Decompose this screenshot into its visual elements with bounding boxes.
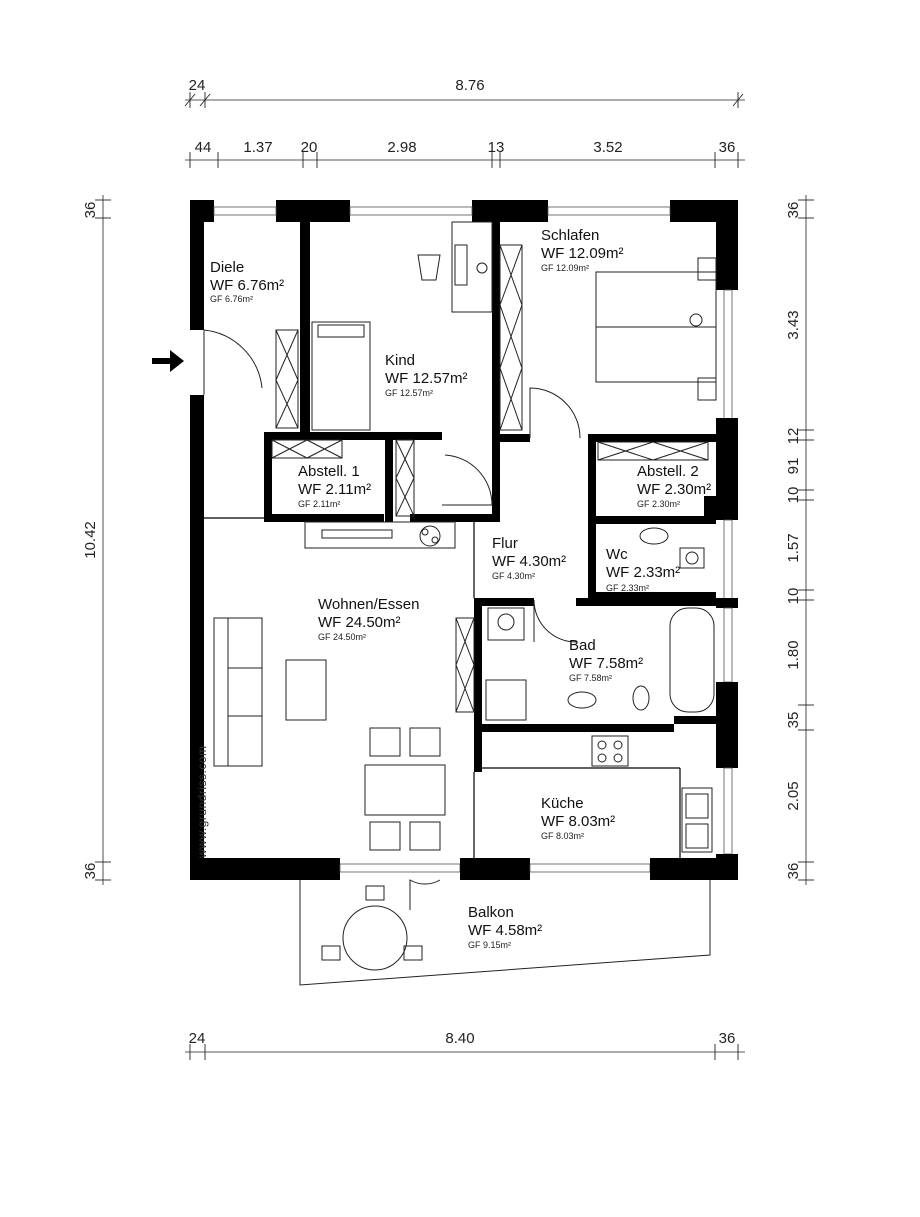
furniture — [213, 221, 717, 986]
room-flur-gf: GF 4.30m² — [492, 571, 535, 581]
dim-bottom-1: 8.40 — [445, 1030, 474, 1047]
room-kueche-name: Küche — [541, 795, 584, 812]
inner-walls — [264, 222, 716, 772]
dim-right-4: 10 — [785, 487, 802, 504]
dim-top-seg-4: 13 — [488, 139, 505, 156]
room-abstell1-gf: GF 2.11m² — [298, 499, 340, 509]
dimension-lines — [95, 92, 814, 1060]
outer-walls — [190, 200, 738, 880]
room-wc-gf: GF 2.33m² — [606, 583, 649, 593]
room-abstell1-wf: WF 2.11m² — [298, 481, 371, 498]
room-schlafen-gf: GF 12.09m² — [541, 263, 589, 273]
room-flur-wf: WF 4.30m² — [492, 553, 566, 570]
room-diele-wf: WF 6.76m² — [210, 277, 284, 294]
room-kueche-wf: WF 8.03m² — [541, 813, 615, 830]
room-bad-wf: WF 7.58m² — [569, 655, 643, 672]
room-wc-name: Wc — [606, 546, 628, 563]
room-bad-name: Bad — [569, 637, 596, 654]
dim-left-0: 36 — [82, 202, 99, 219]
room-abstell2-name: Abstell. 2 — [637, 463, 699, 480]
watermark: www.grundriss.com — [195, 745, 209, 859]
dim-top-seg-3: 2.98 — [387, 139, 416, 156]
dimension-labels: 24 8.76 44 1.37 20 2.98 13 3.52 36 24 8.… — [82, 77, 802, 1047]
dim-right-5: 1.57 — [785, 533, 802, 562]
room-wohnen-wf: WF 24.50m² — [318, 614, 401, 631]
room-kueche-gf: GF 8.03m² — [541, 831, 584, 841]
room-balkon-name: Balkon — [468, 904, 514, 921]
dim-top-seg-0: 44 — [195, 139, 212, 156]
dim-top-total-1: 8.76 — [455, 77, 484, 94]
dim-right-9: 2.05 — [785, 781, 802, 810]
room-flur-name: Flur — [492, 535, 518, 552]
room-balkon-gf: GF 9.15m² — [468, 940, 511, 950]
room-balkon-wf: WF 4.58m² — [468, 922, 542, 939]
entrance-arrow-icon — [152, 350, 184, 372]
dim-top-total-0: 24 — [189, 77, 206, 94]
room-wohnen-gf: GF 24.50m² — [318, 632, 366, 642]
room-wohnen-name: Wohnen/Essen — [318, 596, 419, 613]
dim-right-2: 12 — [785, 428, 802, 445]
dim-bottom-0: 24 — [189, 1030, 206, 1047]
doors — [203, 329, 581, 910]
dim-top-seg-1: 1.37 — [243, 139, 272, 156]
room-diele-name: Diele — [210, 259, 244, 276]
dim-right-0: 36 — [785, 202, 802, 219]
dim-right-7: 1.80 — [785, 640, 802, 669]
dim-top-seg-6: 36 — [719, 139, 736, 156]
room-abstell2-gf: GF 2.30m² — [637, 499, 680, 509]
room-diele-gf: GF 6.76m² — [210, 294, 253, 304]
dim-left-2: 36 — [82, 863, 99, 880]
room-schlafen-wf: WF 12.09m² — [541, 245, 624, 262]
dim-right-8: 35 — [785, 712, 802, 729]
dim-right-10: 36 — [785, 863, 802, 880]
room-bad-gf: GF 7.58m² — [569, 673, 612, 683]
room-labels: Diele WF 6.76m² GF 6.76m² Kind WF 12.57m… — [210, 227, 711, 950]
dim-right-1: 3.43 — [785, 310, 802, 339]
room-kind-gf: GF 12.57m² — [385, 388, 433, 398]
room-wc-wf: WF 2.33m² — [606, 564, 680, 581]
dim-right-6: 10 — [785, 588, 802, 605]
room-kind-wf: WF 12.57m² — [385, 370, 468, 387]
room-abstell1-name: Abstell. 1 — [298, 463, 360, 480]
dim-top-seg-5: 3.52 — [593, 139, 622, 156]
room-kind-name: Kind — [385, 352, 415, 369]
dim-left-1: 10.42 — [82, 521, 99, 559]
thin-partitions — [204, 517, 681, 858]
dim-bottom-2: 36 — [719, 1030, 736, 1047]
dim-top-seg-2: 20 — [301, 139, 318, 156]
room-abstell2-wf: WF 2.30m² — [637, 481, 711, 498]
dim-right-3: 91 — [785, 458, 802, 475]
room-schlafen-name: Schlafen — [541, 227, 599, 244]
